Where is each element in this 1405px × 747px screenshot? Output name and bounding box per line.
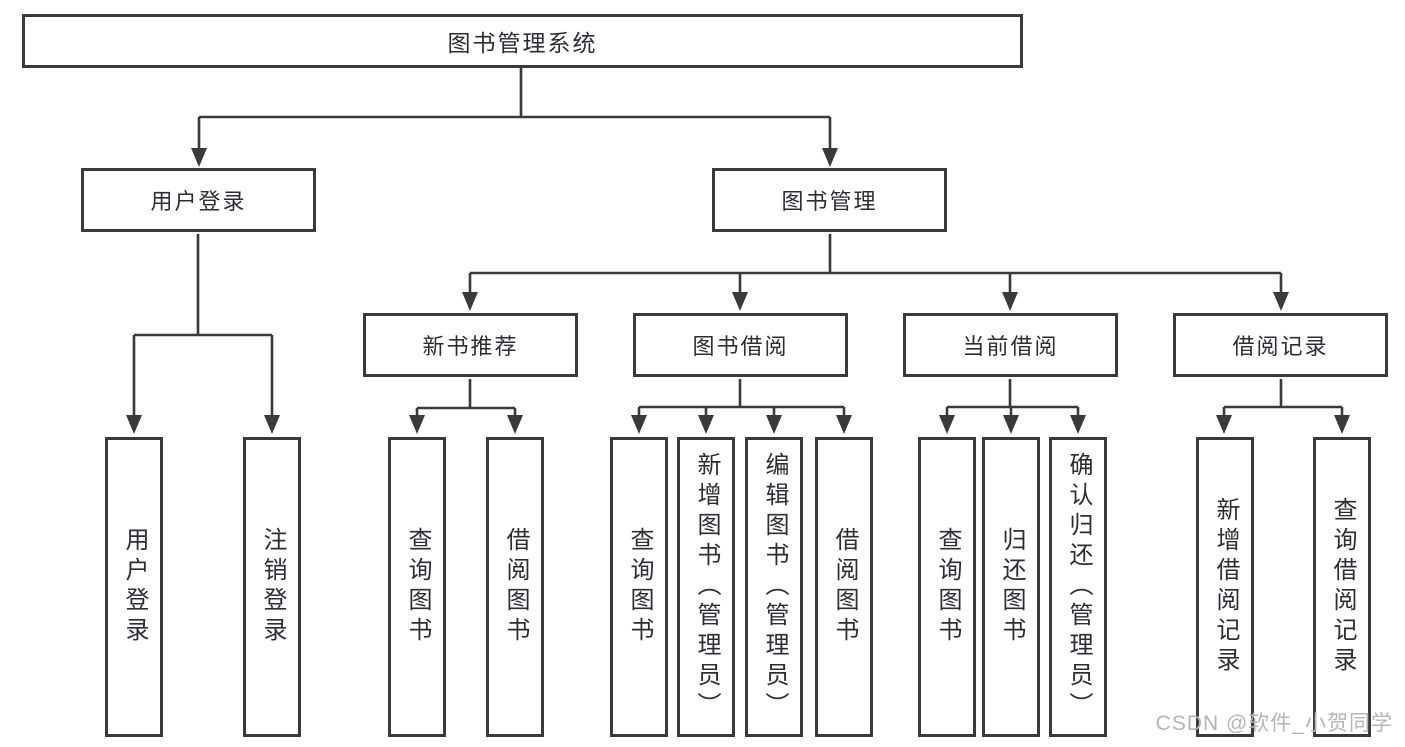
leaf-query-borrow-record: 查询借阅记录 bbox=[1313, 437, 1371, 737]
leaf-edit-book-admin: 编辑图书（管理员） bbox=[745, 437, 803, 737]
leaf-logout-label: 注销登录 bbox=[259, 527, 286, 647]
leaf-add-borrow-record: 新增借阅记录 bbox=[1196, 437, 1254, 737]
connector-current-borrowing bbox=[939, 379, 1086, 434]
leaf-logout: 注销登录 bbox=[243, 437, 301, 737]
leaf-add-borrow-record-label: 新增借阅记录 bbox=[1212, 497, 1239, 677]
connector-borrowing-records bbox=[1216, 379, 1350, 434]
leaf-confirm-return-admin-label: 确认归还（管理员） bbox=[1065, 452, 1092, 722]
leaf-borrow-books-1-label: 借阅图书 bbox=[502, 527, 529, 647]
node-new-book-recommend: 新书推荐 bbox=[363, 313, 578, 377]
leaf-query-books-1: 查询图书 bbox=[388, 437, 446, 737]
node-book-management: 图书管理 bbox=[712, 168, 947, 232]
leaf-query-books-2-label: 查询图书 bbox=[626, 527, 653, 647]
leaf-add-book-admin-label: 新增图书（管理员） bbox=[693, 452, 720, 722]
node-user-login: 用户登录 bbox=[81, 168, 316, 232]
leaf-user-login-label: 用户登录 bbox=[121, 527, 148, 647]
leaf-return-book: 归还图书 bbox=[982, 437, 1040, 737]
leaf-return-book-label: 归还图书 bbox=[998, 527, 1025, 647]
leaf-query-books-1-label: 查询图书 bbox=[404, 527, 431, 647]
leaf-confirm-return-admin: 确认归还（管理员） bbox=[1049, 437, 1107, 737]
connector-new-book bbox=[409, 379, 523, 434]
leaf-borrow-books-2: 借阅图书 bbox=[815, 437, 873, 737]
connector-book-borrowing bbox=[631, 379, 852, 434]
leaf-query-books-3: 查询图书 bbox=[918, 437, 976, 737]
node-library-management-system: 图书管理系统 bbox=[22, 14, 1023, 68]
connector-book-management bbox=[462, 234, 1289, 311]
leaf-add-book-admin: 新增图书（管理员） bbox=[677, 437, 735, 737]
connector-user-login bbox=[126, 234, 280, 434]
node-current-borrowing: 当前借阅 bbox=[903, 313, 1118, 377]
node-borrowing-records: 借阅记录 bbox=[1173, 313, 1388, 377]
leaf-borrow-books-2-label: 借阅图书 bbox=[831, 527, 858, 647]
leaf-edit-book-admin-label: 编辑图书（管理员） bbox=[761, 452, 788, 722]
csdn-watermark: CSDN @软件_小贺同学 bbox=[1155, 712, 1393, 735]
leaf-query-books-2: 查询图书 bbox=[610, 437, 668, 737]
leaf-user-login: 用户登录 bbox=[105, 437, 163, 737]
leaf-borrow-books-1: 借阅图书 bbox=[486, 437, 544, 737]
node-book-borrowing: 图书借阅 bbox=[633, 313, 848, 377]
leaf-query-books-3-label: 查询图书 bbox=[934, 527, 961, 647]
connector-root bbox=[191, 66, 838, 167]
leaf-query-borrow-record-label: 查询借阅记录 bbox=[1329, 497, 1356, 677]
